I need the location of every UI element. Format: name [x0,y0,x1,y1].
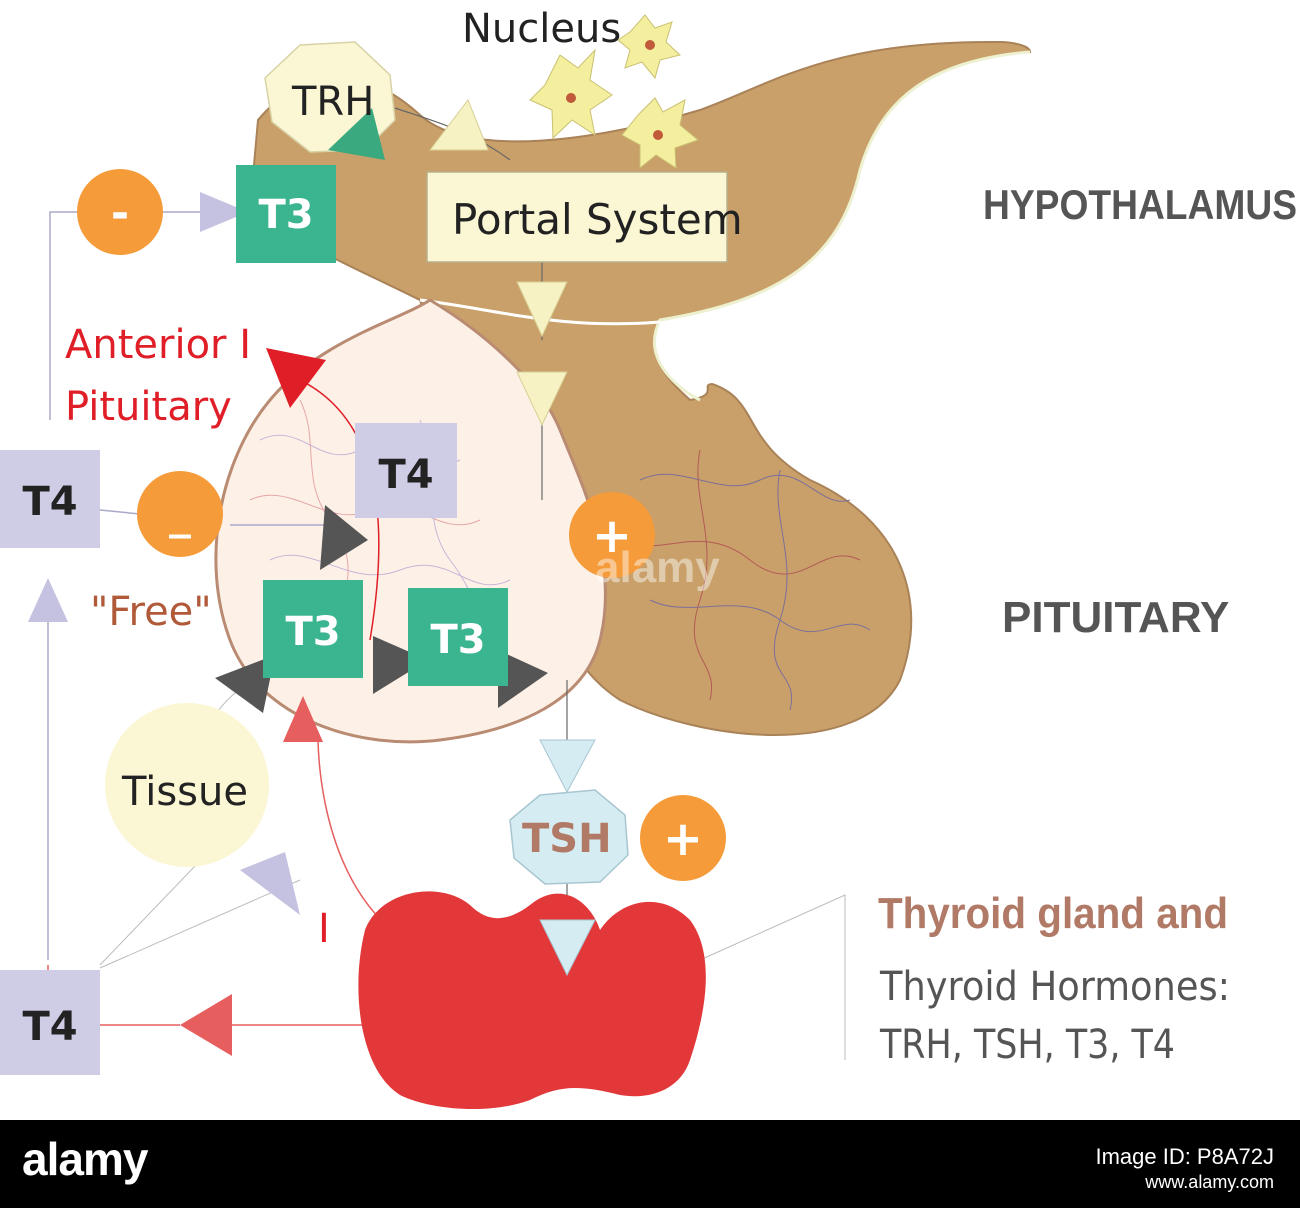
anterior-label-line1: Anterior I [65,322,251,368]
watermark-overlay: alamy [595,543,720,592]
tsh-shape [509,789,629,885]
free-label: "Free" [90,589,212,635]
tissue-shape [105,703,269,867]
hypothalamus-label: HYPOTHALAMUS [983,181,1297,228]
t3-box-right [408,588,508,686]
watermark-footer [0,1120,1300,1208]
t4-box-bottom [0,970,100,1075]
minus-circle-left [137,471,223,557]
labels: Nucleus TRH Portal System HYPOTHALAMUS P… [22,6,1297,1068]
thyroid-gland [358,891,706,1110]
plus-sign-tsh: + [663,811,703,867]
nucleus-cells [529,14,699,170]
trh-label: TRH [291,79,374,125]
arrow-dark [320,505,368,570]
arrow-yellow [516,281,568,338]
t4-label-pituitary: T4 [378,452,433,498]
connector-lines [47,211,330,960]
plus-circle-tsh [640,795,726,881]
arrow-lightblue [539,739,596,794]
nucleus-cell-core [645,40,655,50]
t4-label-bottom: T4 [22,1004,77,1050]
t4-box-left [0,450,100,548]
t3-label-top: T3 [258,192,313,238]
t3-label-right: T3 [430,617,485,663]
nucleus-cell-core [653,130,663,140]
anterior-label-line2: Pituitary [65,384,232,430]
alamy-logo: alamy [22,1133,148,1185]
image-id: Image ID: P8A72J [1095,1144,1274,1169]
hypothalamus-outline [653,50,1031,402]
thyroid-subtitle-1: Thyroid Hormones: [879,964,1230,1010]
minus-sign-left: _ [169,488,191,539]
t3-box-left [263,580,363,678]
t4-label-left: T4 [22,479,77,525]
tissue-label: Tissue [121,769,248,815]
arrow-yellow [428,98,489,151]
arrow-dark [498,650,548,708]
arrow-yellow [516,371,568,427]
t3-box-top [236,165,336,263]
arrow-dark [215,655,275,713]
arrow-lavender [240,852,300,915]
pituitary-label: PITUITARY [1002,593,1229,642]
nucleus-label: Nucleus [462,6,621,52]
portal-system-label: Portal System [452,195,743,244]
arrow-lavender [28,578,68,622]
arrow-red [180,994,232,1056]
hypothalamus-divider [419,298,661,326]
minus-sign-top: - [111,188,129,239]
plus-sign-pituitary: + [592,508,632,564]
thyroid-subtitle-2: TRH, TSH, T3, T4 [879,1022,1175,1068]
t3-label-left: T3 [285,609,340,655]
image-url: www.alamy.com [1145,1172,1274,1192]
t4-box-pituitary [355,423,457,518]
arrows [28,98,596,1056]
nucleus-cell-core [566,93,576,103]
arrow-lavender [200,192,248,232]
plus-circle-pituitary [569,492,655,578]
portal-system-box [426,171,728,263]
thyroid-title: Thyroid gland and [878,889,1228,938]
arrow-bright-red [266,348,326,408]
arrow-green [328,108,385,160]
arrow-dark [373,636,428,694]
arrow-red [283,696,323,742]
iodine-label: I [318,906,330,952]
tsh-label: TSH [522,816,612,862]
arrow-lightblue [539,919,596,977]
minus-circle-top [77,169,163,255]
